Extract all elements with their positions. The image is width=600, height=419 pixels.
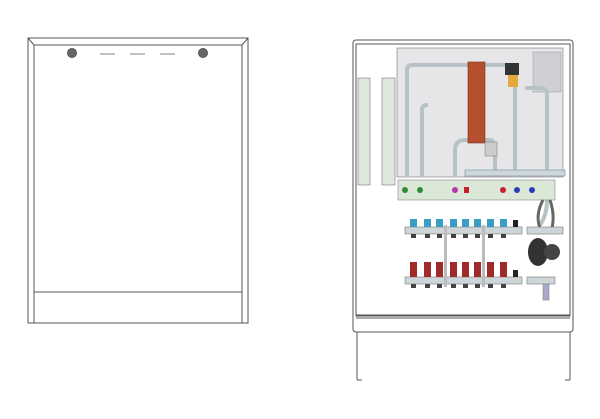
cabinet-door (33, 44, 243, 293)
valve-red-icon (500, 187, 506, 193)
cabinet-frame (27, 37, 249, 324)
valve-green-icon (402, 187, 408, 193)
pressure-valve (484, 141, 498, 157)
cabinet-base-panel (33, 291, 243, 324)
valve-red-icon (464, 187, 469, 193)
valve-actuator (505, 63, 519, 75)
closed-cabinet (27, 37, 249, 324)
return-manifold (404, 276, 523, 285)
outlet-fittings (411, 234, 506, 288)
valve-bracket (397, 179, 556, 201)
door-lock-icon (67, 48, 77, 58)
cabinet-frame (352, 39, 574, 333)
valve-blue-icon (529, 187, 535, 193)
open-cabinet (352, 39, 574, 381)
ball-valves (402, 187, 535, 193)
mixing-valve (508, 75, 518, 87)
supply-manifold (464, 169, 566, 177)
mounting-rail (381, 77, 396, 186)
flow-meter-caps (410, 219, 518, 227)
flex-hoses (536, 199, 555, 229)
flow-manifold (404, 226, 523, 235)
valve-purple-icon (452, 187, 458, 193)
valve-blue-icon (514, 187, 520, 193)
door-lock-icon (198, 48, 208, 58)
drain-filter (542, 283, 550, 301)
pipes (405, 63, 549, 227)
mounting-rail (357, 77, 371, 186)
valve-green-icon (417, 187, 423, 193)
heat-exchanger (467, 61, 486, 144)
return-valve-caps (410, 262, 518, 277)
circulation-pump (528, 238, 560, 266)
